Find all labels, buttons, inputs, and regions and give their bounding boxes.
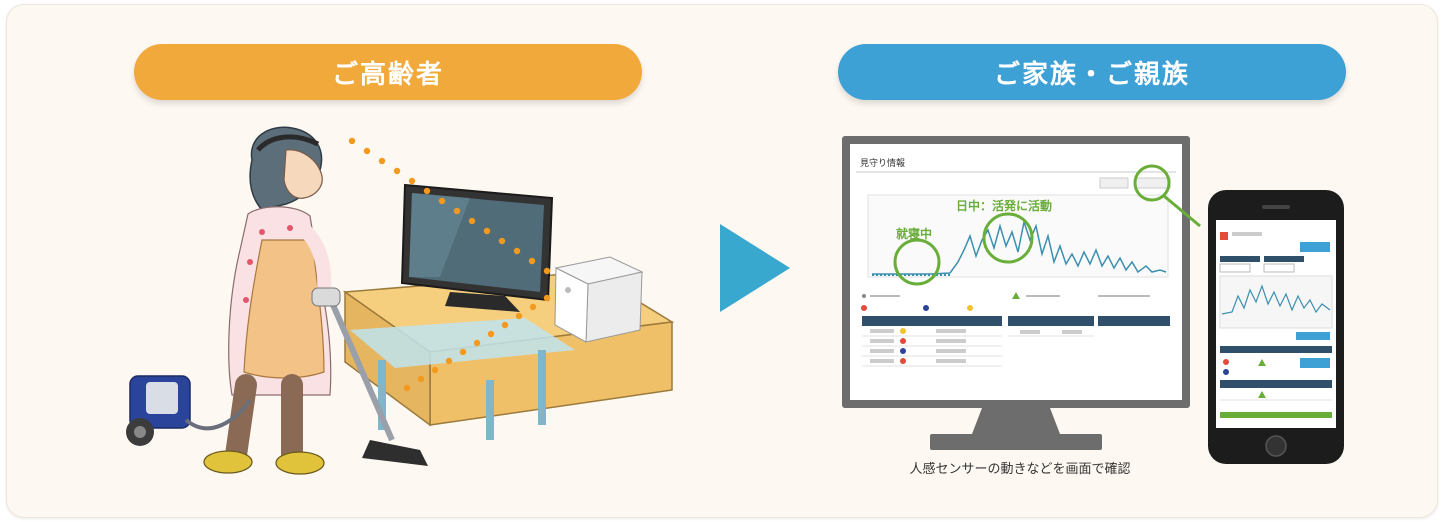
sensor-detection-lines	[348, 137, 551, 392]
elderly-label: ご高齢者	[134, 44, 642, 100]
annotation-day: 日中：活発に活動	[956, 198, 1052, 213]
elderly-woman-illustration	[203, 126, 332, 475]
monitor-illustration: 見守り情報 日中：活発に活動 就寝中	[842, 136, 1201, 450]
sensor-box-illustration	[554, 256, 644, 343]
annotation-sleep: 就寝中	[896, 226, 932, 241]
tv-illustration	[400, 183, 554, 312]
smartphone-illustration	[1208, 190, 1344, 464]
desk-illustration	[342, 271, 675, 440]
vacuum-cleaner-illustration	[126, 287, 428, 466]
screen-title: 見守り情報	[860, 157, 905, 169]
family-label: ご家族・ご親族	[838, 44, 1346, 100]
arrow-right	[720, 224, 790, 312]
caption: 人感センサーの動きなどを画面で確認	[909, 462, 1131, 477]
